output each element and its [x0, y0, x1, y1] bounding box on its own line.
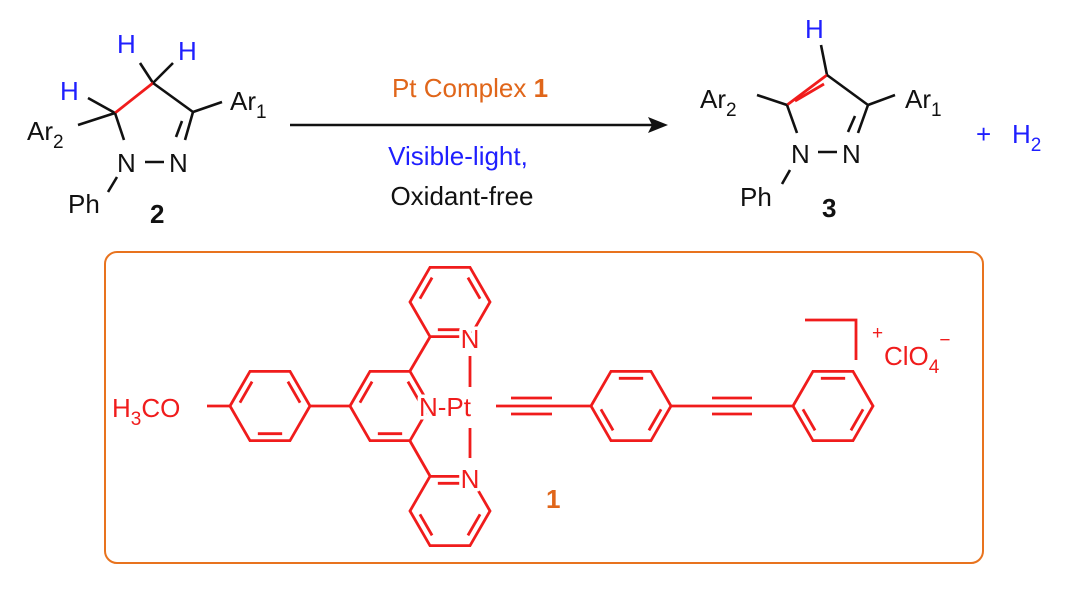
nitrogen-label: N [169, 148, 188, 178]
ring-double-bond [418, 276, 434, 300]
highlighted-bond [794, 82, 825, 103]
bond [867, 93, 896, 107]
ar2-label: Ar2 [27, 116, 64, 153]
cation-charge: + [872, 323, 883, 344]
methoxy-label: H3CO [112, 393, 180, 430]
ring-double-bond [238, 380, 254, 404]
ring-double-bond [801, 408, 817, 432]
hydrogen-label: H [805, 14, 824, 44]
bond [174, 120, 184, 138]
condition-oxidant-free: Oxidant-free [390, 181, 533, 211]
ar2-label: Ar2 [700, 84, 737, 121]
ring-double-bond [358, 380, 374, 404]
bond [819, 44, 829, 76]
ring-double-bond [466, 276, 482, 300]
plus-sign: + [976, 119, 991, 149]
highlighted-bond [114, 81, 154, 115]
ring-outline [791, 369, 875, 443]
nitrogen-label: N [461, 324, 480, 354]
bond [826, 73, 869, 107]
ring-double-bond [286, 380, 302, 404]
ring-double-bond [849, 408, 865, 432]
bond [152, 62, 174, 84]
reactant-pyrazoline: H H H Ar1 Ar2 N N Ph 2 [27, 29, 267, 229]
ring-double-bond [599, 408, 615, 432]
ring-double-bond [466, 513, 482, 537]
bond [138, 62, 155, 84]
bond [192, 100, 223, 114]
compound-number-1: 1 [546, 484, 560, 514]
n-pt-label: N-Pt [419, 392, 472, 422]
bond [408, 336, 432, 372]
bond [152, 81, 194, 114]
hydrogen-label: H [178, 36, 197, 66]
bond [113, 112, 126, 141]
phenyl-ring [791, 369, 875, 443]
hydrogen-label: H [117, 29, 136, 59]
hydrogen-gas-label: H2 [1012, 119, 1041, 156]
bond [846, 115, 857, 133]
ring-outline [348, 369, 432, 443]
product-pyrazole: H Ar2 Ar1 N N Ph 3 + H2 [700, 14, 1041, 223]
ring-double-bond [647, 408, 663, 432]
nitrogen-label: N [842, 139, 861, 169]
nitrogen-label: N [791, 139, 810, 169]
highlighted-bond [786, 73, 828, 107]
bond [785, 104, 799, 134]
catalyst-label: Pt Complex 1 [392, 73, 548, 103]
central-pyridine-ring [348, 369, 432, 443]
catalyst-box [104, 251, 984, 564]
counterion-label: ClO4− [884, 330, 950, 378]
bond [756, 93, 788, 107]
ring-outline [408, 265, 492, 339]
ring-double-bond [406, 380, 422, 404]
compound-number-3: 3 [822, 193, 836, 223]
platinum-complex: H3CO N-Pt N N 1 + ClO4− [112, 265, 950, 548]
bond [856, 104, 870, 134]
top-pyridine-ring [408, 265, 492, 339]
bond [106, 176, 119, 193]
phenyl-label: Ph [68, 189, 100, 219]
arrow-head-icon [648, 117, 668, 133]
nitrogen-label: N [461, 464, 480, 494]
charge-bracket [805, 318, 858, 360]
ring-outline [408, 474, 492, 548]
phenyl-label: Ph [740, 182, 772, 212]
ar1-label: Ar1 [905, 84, 942, 121]
nitrogen-label: N [117, 148, 136, 178]
compound-number-2: 2 [150, 199, 164, 229]
bond [183, 111, 195, 141]
condition-visible-light: Visible-light, [388, 141, 528, 171]
ring-double-bond [418, 513, 434, 537]
bond [77, 111, 116, 127]
reaction-arrow: Pt Complex 1 Visible-light, Oxidant-free [290, 73, 668, 211]
bond [780, 169, 792, 185]
bond [87, 96, 116, 115]
hydrogen-label: H [60, 76, 79, 106]
ar1-label: Ar1 [230, 86, 267, 123]
bottom-pyridine-ring [408, 474, 492, 548]
bond [408, 440, 432, 477]
